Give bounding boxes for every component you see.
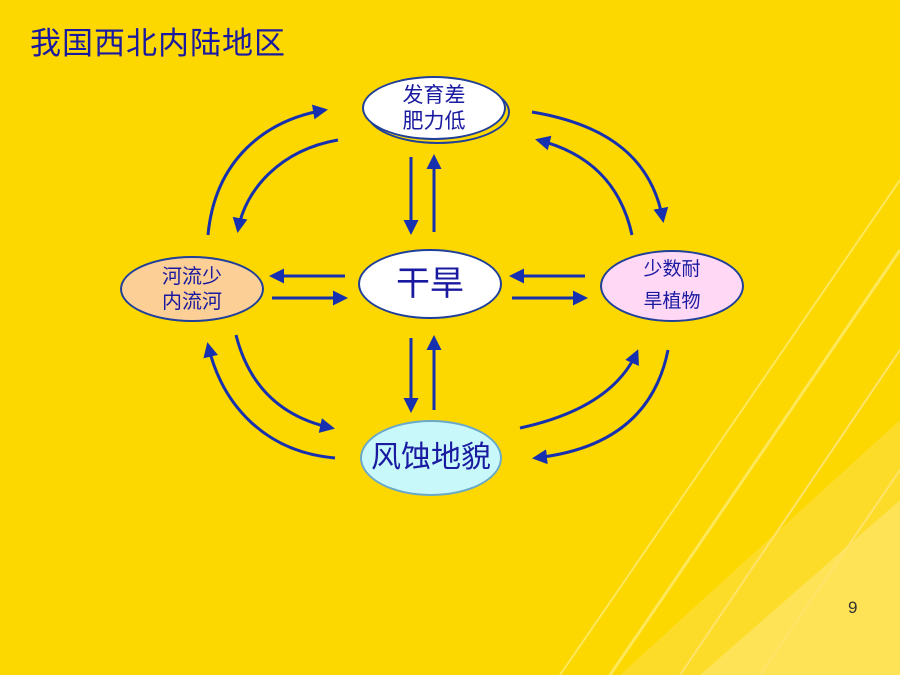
arrow-bottom-to-right	[519, 349, 639, 430]
node-landform: 风蚀地貌	[360, 420, 502, 496]
node-soil-line2: 肥力低	[402, 109, 466, 133]
arrow-left-to-top	[206, 104, 328, 236]
arrow-left-to-bottom	[234, 334, 335, 433]
node-rivers-line2: 内流河	[162, 289, 222, 313]
node-vegetation: 少数耐 旱植物	[600, 250, 744, 322]
node-rivers-line1: 河流少	[162, 264, 222, 288]
node-rivers: 河流少 内流河	[120, 256, 264, 322]
arrow-right-to-top	[535, 135, 634, 236]
node-soil: 发育差 肥力低	[362, 76, 506, 140]
arrow-bottom-to-left	[203, 342, 336, 460]
node-landform-label: 风蚀地貌	[371, 440, 491, 476]
node-vegetation-line1: 少数耐	[643, 258, 701, 281]
node-soil-line1: 发育差	[402, 82, 466, 107]
arrow-right-to-bottom	[532, 349, 670, 465]
node-arid-label: 干旱	[396, 263, 464, 304]
node-arid: 干旱	[358, 249, 502, 319]
arrow-top-to-right	[531, 110, 669, 223]
node-vegetation-line2: 旱植物	[643, 290, 701, 312]
slide-title: 我国西北内陆地区	[30, 26, 286, 62]
page-number: 9	[848, 598, 858, 617]
arrow-top-to-left	[232, 138, 339, 233]
